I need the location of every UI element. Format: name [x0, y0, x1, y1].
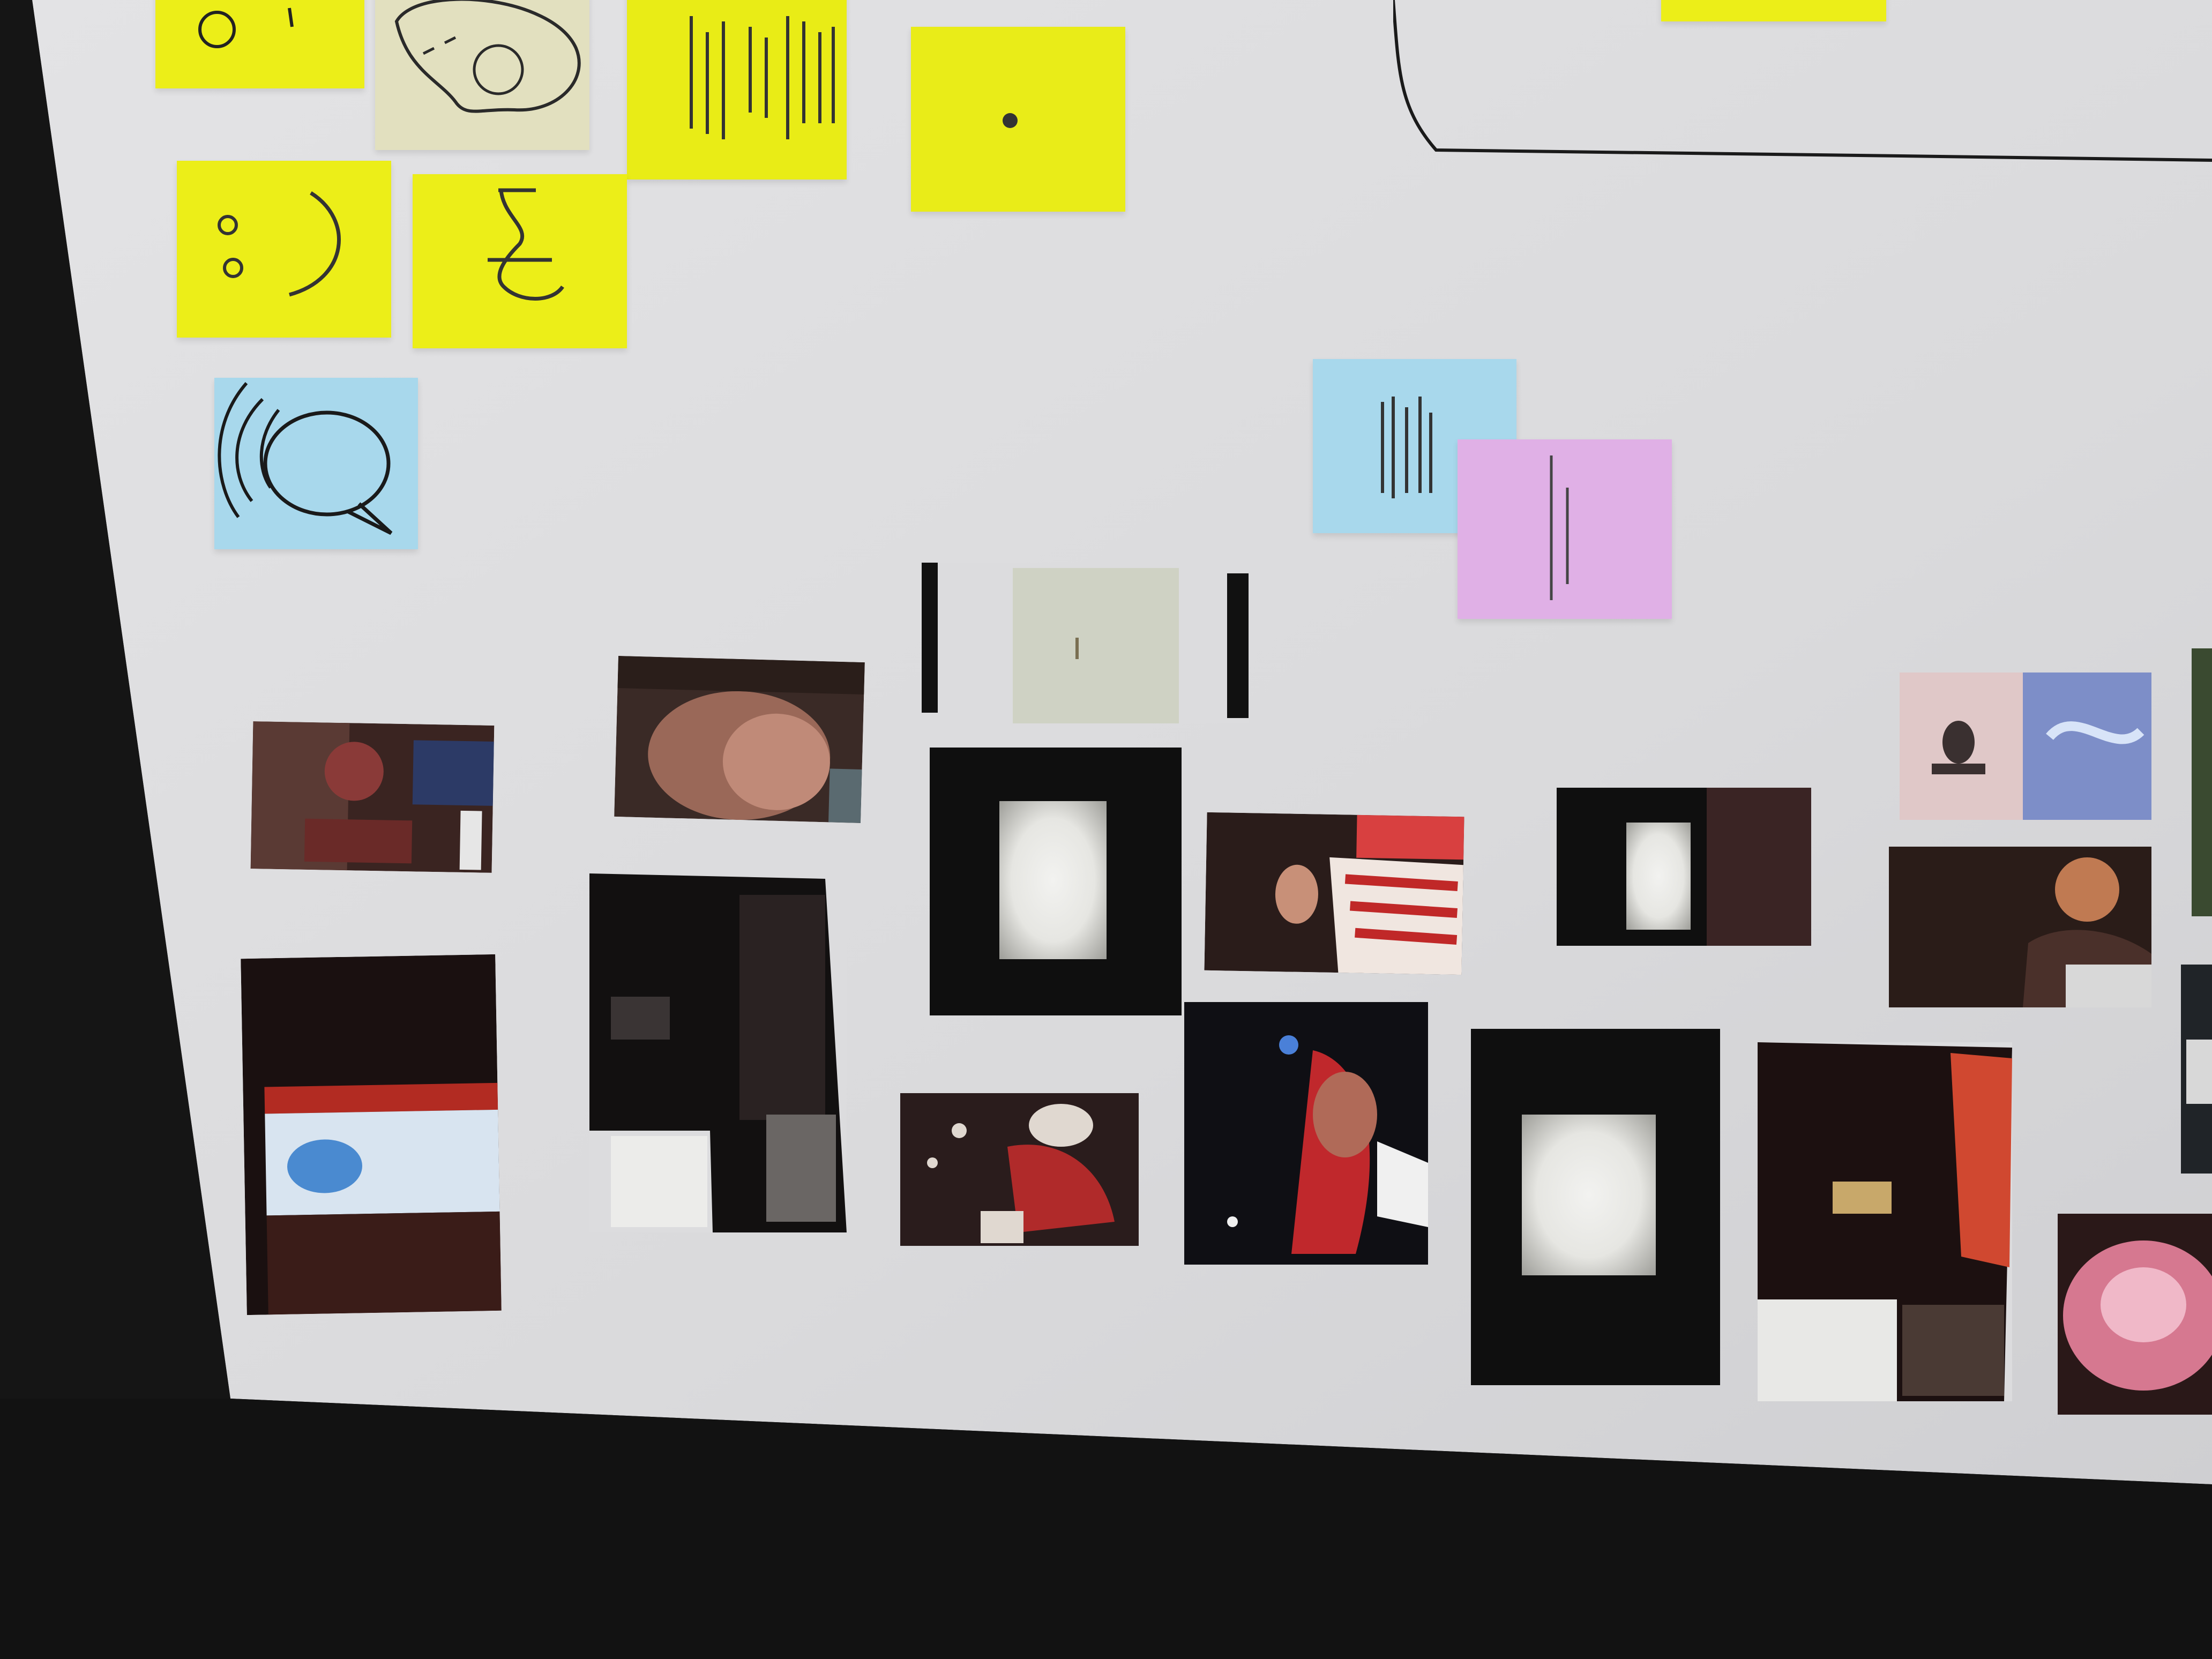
- photo-face-closeup[interactable]: [614, 656, 865, 823]
- sticky-note-yellow-top-right[interactable]: [1661, 0, 1886, 21]
- palette-sketch-icon: [394, 0, 581, 113]
- photo-person-striped[interactable]: [1204, 812, 1464, 975]
- hourglass-sketch-icon: [488, 188, 564, 301]
- photo-dark-room[interactable]: [589, 873, 847, 1232]
- photo-flag-stage[interactable]: [241, 954, 502, 1316]
- speech-bubble-sketch-icon: [218, 382, 393, 535]
- empty-frame-top[interactable]: [930, 748, 1182, 1015]
- handwriting-icon: [1381, 397, 1432, 498]
- sticky-note-pink-text[interactable]: [1458, 439, 1672, 619]
- photo-edge-right[interactable]: [2181, 965, 2212, 1174]
- empty-frame-middle[interactable]: [1557, 788, 1811, 946]
- handwriting-icon: [1550, 455, 1569, 600]
- smiley-sketch-icon: [218, 191, 341, 297]
- photo-edge-right-top[interactable]: [2192, 648, 2212, 916]
- dot-icon: [1003, 113, 1018, 128]
- monitor-bezel-left: [0, 0, 230, 1415]
- sticky-note-yellow-dot[interactable]: [911, 27, 1125, 212]
- photo-people-phone[interactable]: [250, 721, 495, 873]
- photo-boxer-red[interactable]: [1184, 1002, 1428, 1265]
- sticky-note-beige-palette[interactable]: [375, 0, 589, 150]
- empty-frame-inner: [1626, 823, 1691, 930]
- empty-frame-bottom[interactable]: [1471, 1029, 1720, 1385]
- photo-pink-blur[interactable]: [2058, 1214, 2212, 1415]
- photo-stage-lights[interactable]: [1758, 1042, 2012, 1401]
- frame-edge-dark: [1707, 788, 1811, 946]
- photo-video-strip[interactable]: [922, 563, 1249, 723]
- sticky-note-yellow-smiley[interactable]: [177, 161, 391, 338]
- empty-frame-inner: [999, 801, 1107, 959]
- handwriting-icon: [690, 16, 835, 139]
- circle-sketch-icon: [198, 8, 294, 48]
- sticky-note-blue-speech[interactable]: [214, 378, 418, 549]
- sticky-note-yellow-handwriting[interactable]: [627, 0, 847, 180]
- empty-frame-inner: [1522, 1115, 1656, 1275]
- drawn-frame-top-right: [1393, 0, 2212, 182]
- photo-crowd-red[interactable]: [900, 1093, 1139, 1246]
- photo-person-dark-right[interactable]: [1889, 847, 2151, 1007]
- monitor-bezel-bottom: [0, 1399, 2212, 1659]
- sticky-note-yellow-partial[interactable]: [155, 0, 364, 88]
- sticky-note-yellow-hourglass[interactable]: [413, 174, 627, 348]
- photo-studio-pair[interactable]: [1900, 672, 2151, 820]
